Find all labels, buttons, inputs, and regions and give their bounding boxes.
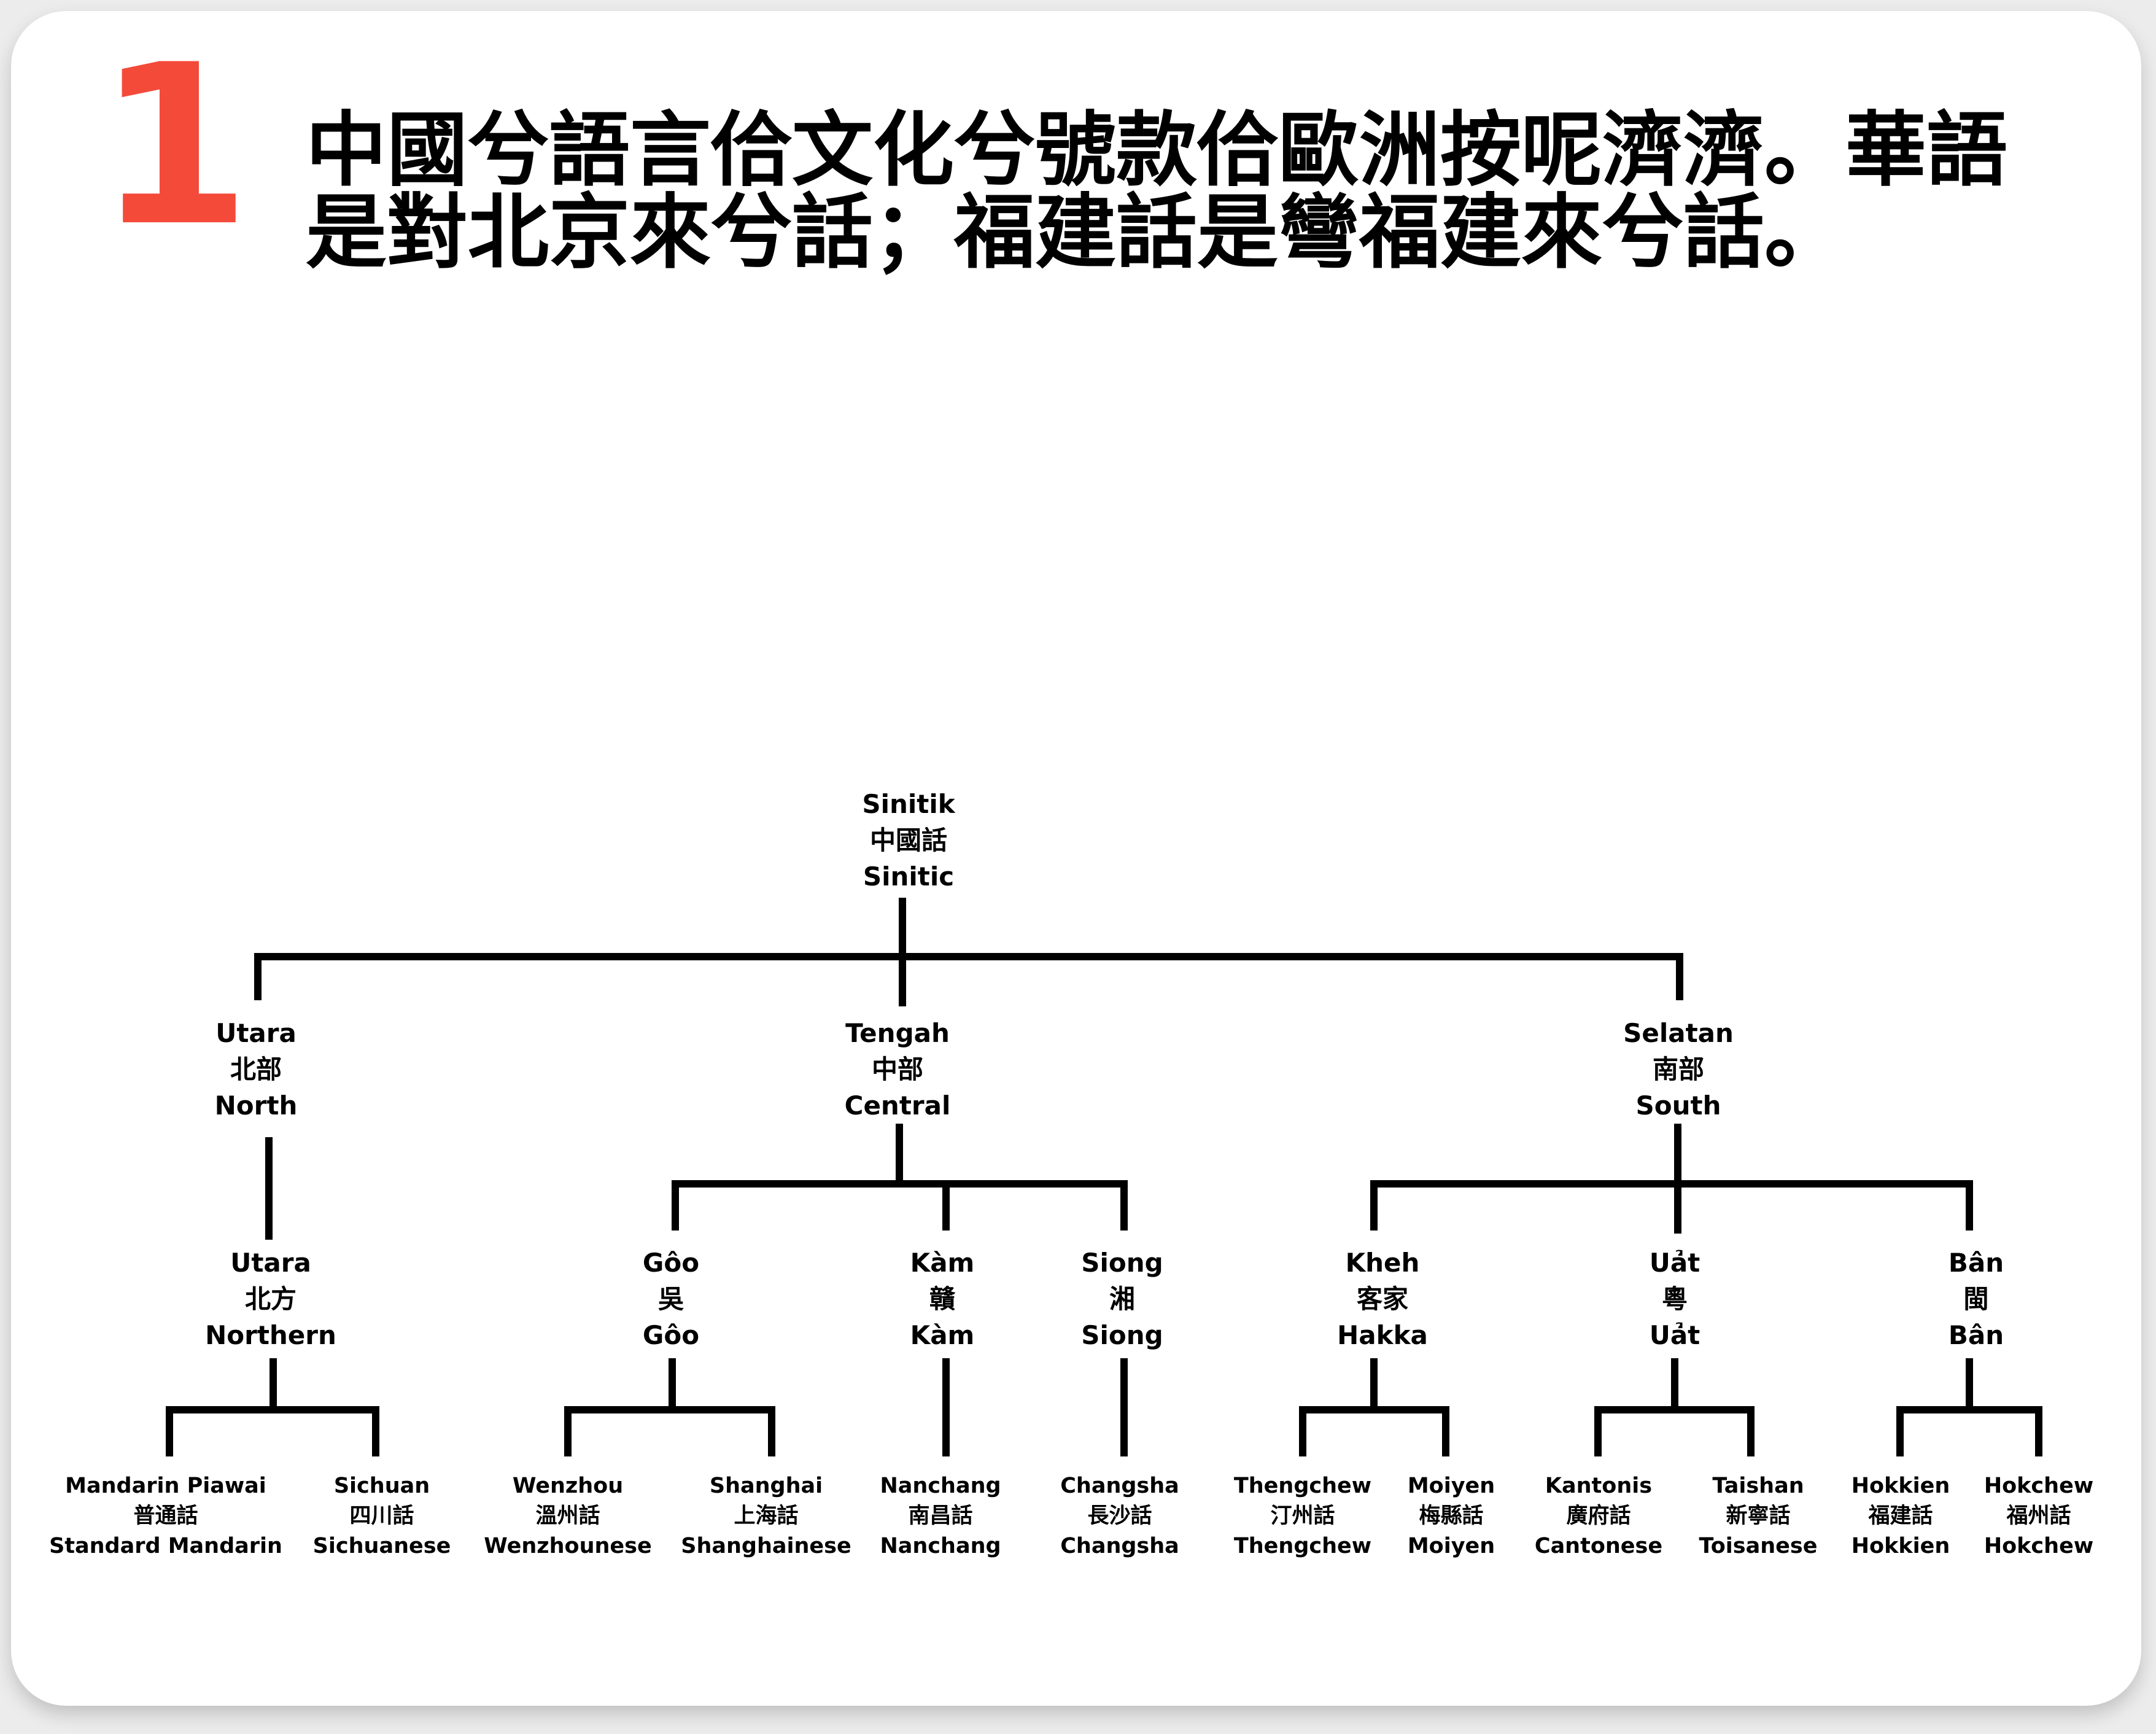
node-latin: Kheh — [1345, 1248, 1420, 1278]
node-han: 廣府話 — [1566, 1504, 1631, 1528]
node-english: Sinitic — [863, 861, 955, 892]
node-han: 閩 — [1963, 1284, 1990, 1314]
node-english: Wenzhounese — [484, 1534, 652, 1558]
node-variety-mandarin: Mandarin Piawai 普通話 Standard Mandarin — [49, 1471, 282, 1561]
node-english: Kàm — [910, 1320, 975, 1350]
node-english: Hakka — [1337, 1320, 1428, 1350]
node-latin: Nanchang — [880, 1474, 1001, 1498]
node-han: 福州話 — [2006, 1504, 2071, 1528]
node-variety-changsha: Changsha 長沙話 Changsha — [1060, 1471, 1179, 1561]
node-variety-moiyen: Moiyen 梅縣話 Moiyen — [1408, 1471, 1495, 1561]
slide-number: 1 — [97, 17, 250, 274]
title-line-2: 是對北京來兮話；福建話是彎福建來兮話。 — [306, 185, 1845, 280]
node-latin: Thengchew — [1233, 1474, 1372, 1498]
node-han: 吳 — [657, 1284, 684, 1314]
node-han: 贛 — [929, 1284, 955, 1314]
node-han: 福建話 — [1868, 1504, 1933, 1528]
node-group-siong: Siong 湘 Siong — [1081, 1245, 1163, 1353]
node-latin: Siong — [1081, 1248, 1163, 1278]
node-latin: Kàm — [910, 1248, 975, 1278]
node-variety-thengchew: Thengchew 汀州話 Thengchew — [1234, 1471, 1371, 1561]
node-latin: Bân — [1948, 1248, 2004, 1278]
node-han: 汀州話 — [1270, 1504, 1335, 1528]
node-latin: Sichuan — [333, 1474, 430, 1498]
title-line-1: 中國兮語言佮文化兮號款佮歐洲按呢濟濟。華語 — [306, 103, 2007, 198]
node-english: Bân — [1948, 1320, 2004, 1350]
node-english: Hokchew — [1983, 1534, 2094, 1558]
node-english: Sichuanese — [312, 1534, 451, 1558]
node-variety-nanchang: Nanchang 南昌話 Nanchang — [880, 1471, 1001, 1561]
node-han: 溫州話 — [535, 1504, 600, 1528]
node-english: Moiyen — [1407, 1534, 1495, 1558]
node-group-kam: Kàm 贛 Kàm — [910, 1245, 975, 1353]
node-english: Cantonese — [1534, 1534, 1663, 1558]
node-latin: Mandarin Piawai — [65, 1474, 266, 1498]
node-latin: Shanghai — [709, 1474, 823, 1498]
node-han: 南昌話 — [908, 1504, 973, 1528]
node-latin: Uả̍t — [1649, 1248, 1700, 1278]
node-english: South — [1635, 1091, 1721, 1121]
node-han: 中國話 — [869, 825, 948, 855]
node-variety-hokkien: Hokkien 福建話 Hokkien — [1852, 1471, 1950, 1561]
node-latin: Wenzhou — [512, 1474, 624, 1498]
node-english: Uả̍t — [1649, 1320, 1700, 1350]
node-english: North — [214, 1091, 298, 1121]
tree-connectors — [166, 898, 2042, 1456]
node-group-ban: Bân 閩 Bân — [1949, 1245, 2004, 1353]
node-english: Siong — [1081, 1320, 1163, 1350]
node-variety-wenzhou: Wenzhou 溫州話 Wenzhounese — [484, 1471, 652, 1561]
node-latin: Sinitik — [862, 789, 955, 819]
node-latin: Changsha — [1060, 1474, 1179, 1498]
node-han: 客家 — [1356, 1284, 1409, 1314]
node-han: 上海話 — [734, 1504, 799, 1528]
node-han: 普通話 — [133, 1504, 198, 1528]
node-latin: Hokchew — [1983, 1474, 2094, 1498]
node-english: Thengchew — [1233, 1534, 1372, 1558]
node-han: 新寧話 — [1726, 1504, 1791, 1528]
node-group-northern: Utara 北方 Northern — [205, 1245, 336, 1353]
node-variety-kantonis: Kantonis 廣府話 Cantonese — [1535, 1471, 1662, 1561]
node-han: 南部 — [1652, 1054, 1705, 1084]
node-han: 湘 — [1109, 1284, 1135, 1314]
node-group-goo: Gôo 吳 Gôo — [643, 1245, 699, 1353]
node-latin: Moiyen — [1407, 1474, 1495, 1498]
node-english: Northern — [205, 1320, 336, 1350]
node-english: Standard Mandarin — [49, 1534, 282, 1558]
node-variety-taishan: Taishan 新寧話 Toisanese — [1699, 1471, 1818, 1561]
node-latin: Hokkien — [1851, 1474, 1950, 1498]
node-han: 中部 — [871, 1054, 923, 1084]
node-han: 粵 — [1661, 1284, 1688, 1314]
node-latin: Utara — [230, 1248, 311, 1278]
node-group-uat: Uả̍t 粵 Uả̍t — [1650, 1245, 1700, 1353]
node-group-kheh: Kheh 客家 Hakka — [1337, 1245, 1428, 1353]
node-branch-north: Utara 北部 North — [215, 1015, 298, 1124]
node-han: 長沙話 — [1087, 1504, 1152, 1528]
node-variety-sichuan: Sichuan 四川話 Sichuanese — [313, 1471, 451, 1561]
node-english: Gôo — [642, 1320, 700, 1350]
node-english: Shanghainese — [681, 1534, 851, 1558]
node-variety-shanghai: Shanghai 上海話 Shanghainese — [681, 1471, 851, 1561]
node-english: Nanchang — [880, 1534, 1001, 1558]
node-latin: Utara — [215, 1018, 297, 1048]
node-english: Changsha — [1060, 1534, 1179, 1558]
node-latin: Kantonis — [1545, 1474, 1653, 1498]
node-english: Toisanese — [1699, 1534, 1818, 1558]
node-variety-hokchew: Hokchew 福州話 Hokchew — [1984, 1471, 2093, 1561]
slide-card: 1 中國兮語言佮文化兮號款佮歐洲按呢濟濟。華語 是對北京來兮話；福建話是彎福建來… — [11, 11, 2141, 1706]
node-branch-south: Selatan 南部 South — [1623, 1015, 1734, 1124]
node-latin: Tengah — [845, 1018, 950, 1048]
node-latin: Gôo — [642, 1248, 700, 1278]
node-english: Hokkien — [1851, 1534, 1950, 1558]
node-latin: Taishan — [1712, 1474, 1804, 1498]
node-han: 梅縣話 — [1419, 1504, 1484, 1528]
slide-title: 中國兮語言佮文化兮號款佮歐洲按呢濟濟。華語 是對北京來兮話；福建話是彎福建來兮話… — [306, 109, 2025, 274]
node-english: Central — [844, 1091, 951, 1121]
node-han: 四川話 — [349, 1504, 414, 1528]
node-root-sinitik: Sinitik 中國話 Sinitic — [862, 786, 955, 895]
node-branch-central: Tengah 中部 Central — [845, 1015, 951, 1124]
node-han: 北部 — [230, 1054, 282, 1084]
node-han: 北方 — [244, 1284, 297, 1314]
node-latin: Selatan — [1623, 1018, 1734, 1048]
